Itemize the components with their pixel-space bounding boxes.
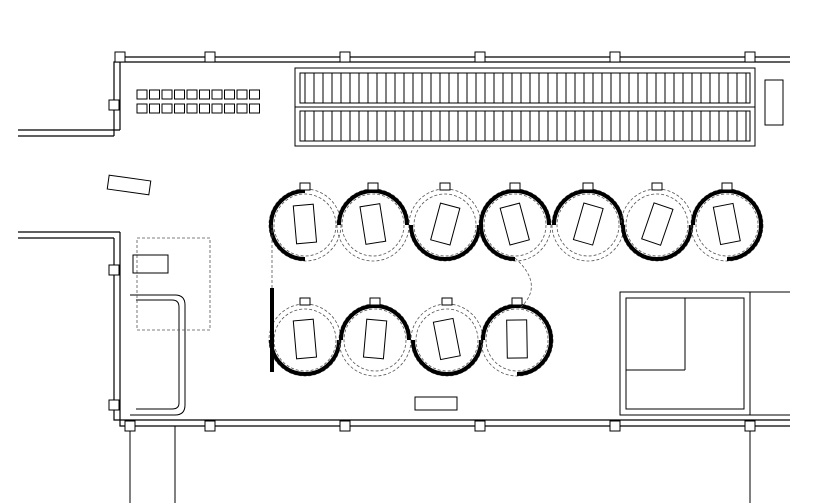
bay-partition-wall <box>269 189 306 261</box>
column <box>609 420 621 432</box>
bay-bed <box>292 318 318 360</box>
seat <box>174 103 185 114</box>
seat <box>211 89 223 100</box>
bay-bed <box>572 202 604 246</box>
bay-bed <box>362 318 388 360</box>
bay-column <box>651 182 663 191</box>
bay-floor-zone <box>343 308 407 372</box>
bay-floor-zone <box>273 308 337 372</box>
reception-desk <box>130 237 211 416</box>
bay-bed <box>430 202 461 246</box>
bay-floor-zone <box>273 193 337 257</box>
bay-floor-zone <box>415 308 479 372</box>
gurney <box>106 174 458 411</box>
seat <box>224 103 235 114</box>
column <box>114 51 126 63</box>
treatment-bays <box>268 182 764 377</box>
bay-partition-wall <box>552 189 624 226</box>
bay-bed <box>506 319 528 359</box>
seat <box>174 89 185 100</box>
bay-column <box>509 182 521 191</box>
seat <box>249 89 260 100</box>
column <box>124 420 136 432</box>
structural-columns <box>108 51 756 432</box>
bay-bed <box>292 203 318 245</box>
column <box>204 51 216 63</box>
bay-column <box>299 182 311 191</box>
bay-column <box>439 182 451 191</box>
column <box>204 420 216 432</box>
seat <box>136 103 148 114</box>
column <box>744 420 756 432</box>
bay-floor-zone <box>413 193 477 257</box>
restrooms <box>619 291 790 416</box>
seat <box>199 89 210 100</box>
bay-bed <box>359 203 387 245</box>
column <box>108 264 120 276</box>
seat <box>161 103 173 114</box>
seat <box>211 103 223 114</box>
bay-column <box>721 182 733 191</box>
bay-bed <box>432 317 461 361</box>
bay-partition-wall <box>411 339 483 376</box>
bay-bed <box>641 202 674 246</box>
bay-partition-wall <box>409 224 481 261</box>
seat <box>149 89 160 100</box>
bay-partition-wall <box>337 189 409 226</box>
bay-partition-wall <box>479 189 551 261</box>
column <box>609 51 621 63</box>
column <box>339 51 351 63</box>
escalators <box>294 67 784 147</box>
bay-partition-wall <box>621 224 693 261</box>
bay-column <box>367 182 379 191</box>
seat <box>224 89 235 100</box>
bay-floor-zone <box>625 193 689 257</box>
seat <box>149 103 160 114</box>
bay-partition-wall <box>691 189 763 261</box>
bay-bed <box>499 202 530 246</box>
seat <box>161 89 173 100</box>
bay-partition-wall <box>269 339 341 376</box>
bay-floor-zone <box>556 193 620 257</box>
seat <box>236 89 248 100</box>
seat <box>249 103 260 114</box>
bay-bed <box>712 202 741 246</box>
column <box>474 51 486 63</box>
seat <box>186 89 198 100</box>
column <box>108 399 120 411</box>
bay-column <box>369 297 381 306</box>
bay-column <box>582 182 594 191</box>
seat <box>136 89 148 100</box>
curtain-track <box>514 257 532 309</box>
seat <box>186 103 198 114</box>
seat <box>199 103 210 114</box>
bay-floor-zone <box>485 308 549 372</box>
bay-floor-zone <box>483 193 547 257</box>
column <box>108 99 120 111</box>
column <box>339 420 351 432</box>
bay-column <box>511 297 523 306</box>
seat <box>236 103 248 114</box>
bay-partition-wall <box>481 304 553 376</box>
column <box>744 51 756 63</box>
bay-partition-wall <box>339 304 411 341</box>
waiting-seating <box>136 89 260 114</box>
bay-floor-zone <box>695 193 759 257</box>
column <box>474 420 486 432</box>
bay-floor-zone <box>341 193 405 257</box>
bay-column <box>299 297 311 306</box>
bay-column <box>441 297 453 306</box>
